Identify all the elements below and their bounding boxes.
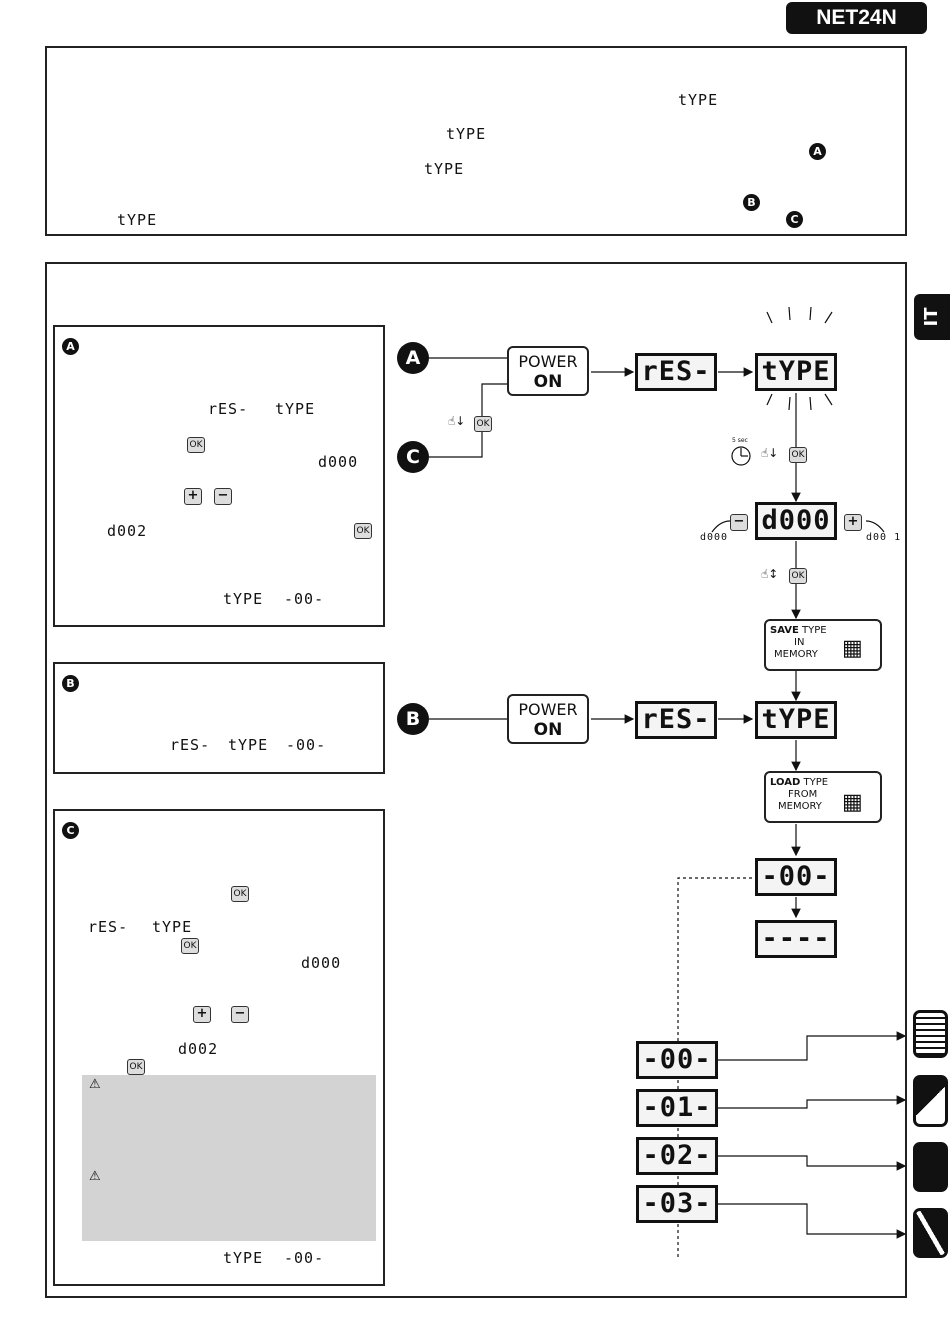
panel-a-seg-00: -00- [284,590,325,608]
memory-chip-icon: ▦ [842,790,863,815]
flow-badge-c: C [397,441,429,473]
load-line2: FROM [788,789,818,800]
lcd-00: -00- [755,858,837,896]
flow-badge-b: B [397,703,429,735]
panel-a-badge: A [62,338,79,355]
sliding-door-icon [913,1208,948,1258]
intro-badge-b: B [743,194,760,211]
save-strong: SAVE [770,625,799,636]
panel-c-minus-key: − [231,1006,249,1023]
lcd-list-02: -02- [636,1137,718,1175]
panel-a-seg-d002: d002 [107,522,148,540]
product-name: NET24N [816,6,897,29]
panel-c-badge: C [62,822,79,839]
on-label: ON [533,372,563,392]
panel-c-seg-res: rES- [88,918,129,936]
panel-b [53,662,385,774]
intro-box [45,46,907,236]
flow-badge-a: A [397,342,429,374]
panel-c-plus-key: + [193,1006,211,1023]
up-over-door-icon [913,1075,948,1127]
panel-a-plus-key: + [184,488,202,505]
intro-seg-type-2: tYPE [446,125,487,143]
flow-plus-key: + [844,514,862,531]
label-d000: d000 [700,532,729,543]
product-tab: NET24N [786,2,927,34]
timer-label: 5 sec [732,437,748,444]
panel-a-seg-type-2: tYPE [223,590,264,608]
swing-door-icon [913,1142,948,1192]
lcd-dashes: ---- [755,920,837,958]
memory-chip-icon: ▦ [842,636,863,661]
power-label: POWER [518,700,578,719]
lcd-list-00: -00- [636,1041,718,1079]
hand-press-icon: ☝↕ [761,567,779,581]
intro-seg-type-1: tYPE [678,91,719,109]
load-line1: TYPE [800,777,829,788]
panel-b-seg-res: rES- [170,736,211,754]
power-on-box-2: POWER ON [507,694,589,744]
panel-c-ok-key-1: OK [231,886,249,902]
panel-b-seg-00: -00- [286,736,327,754]
load-line3: MEMORY [778,801,822,812]
hand-press-icon: ☝↓ [448,414,466,428]
lcd-type-2: tYPE [755,701,837,739]
intro-badge-a: A [809,143,826,160]
save-line3: MEMORY [774,649,818,660]
intro-seg-type-4: tYPE [117,211,158,229]
flow-ok-key-2: OK [789,447,807,463]
lcd-res-2: rES- [635,701,717,739]
power-on-box-1: POWER ON [507,346,589,396]
intro-seg-type-3: tYPE [424,160,465,178]
panel-c-seg-type-2: tYPE [223,1249,264,1267]
label-d001: d00 1 [866,532,902,543]
panel-c-ok-key-3: OK [127,1059,145,1075]
lcd-list-01: -01- [636,1089,718,1127]
warning-icon: ⚠ [89,1169,101,1184]
flow-ok-key-3: OK [789,568,807,584]
load-type-chip: LOAD TYPE FROM MEMORY [764,771,882,823]
load-strong: LOAD [770,777,801,788]
panel-c-seg-d000: d000 [301,954,342,972]
save-line2: IN [794,637,805,648]
hand-press-icon: ☝↓ [761,446,779,460]
panel-b-seg-type: tYPE [228,736,269,754]
panel-c-seg-00: -00- [284,1249,325,1267]
panel-a [53,325,385,627]
panel-a-seg-type: tYPE [275,400,316,418]
sectional-door-icon [913,1010,948,1058]
panel-c-ok-key-2: OK [181,938,199,954]
panel-c [53,809,385,1286]
panel-a-ok-key-2: OK [354,523,372,539]
intro-badge-c: C [786,211,803,228]
language-tab: IT [914,294,950,340]
lcd-d000: d000 [755,502,837,540]
panel-a-minus-key: − [214,488,232,505]
flow-ok-key-1: OK [474,416,492,432]
panel-c-seg-type: tYPE [152,918,193,936]
lcd-list-03: -03- [636,1185,718,1223]
warning-icon: ⚠ [89,1077,101,1092]
panel-a-seg-res: rES- [208,400,249,418]
panel-a-ok-key-1: OK [187,437,205,453]
lcd-res-1: rES- [635,353,717,391]
save-line1: TYPE [798,625,827,636]
panel-c-seg-d002: d002 [178,1040,219,1058]
power-label: POWER [518,352,578,371]
save-type-chip: SAVE TYPE IN MEMORY [764,619,882,671]
main-box [45,262,907,1298]
panel-c-warning-box [82,1075,376,1241]
on-label: ON [533,720,563,740]
flow-minus-key: − [730,514,748,531]
lcd-type-blink: tYPE [755,353,837,391]
panel-b-badge: B [62,675,79,692]
panel-a-seg-d000: d000 [318,453,359,471]
